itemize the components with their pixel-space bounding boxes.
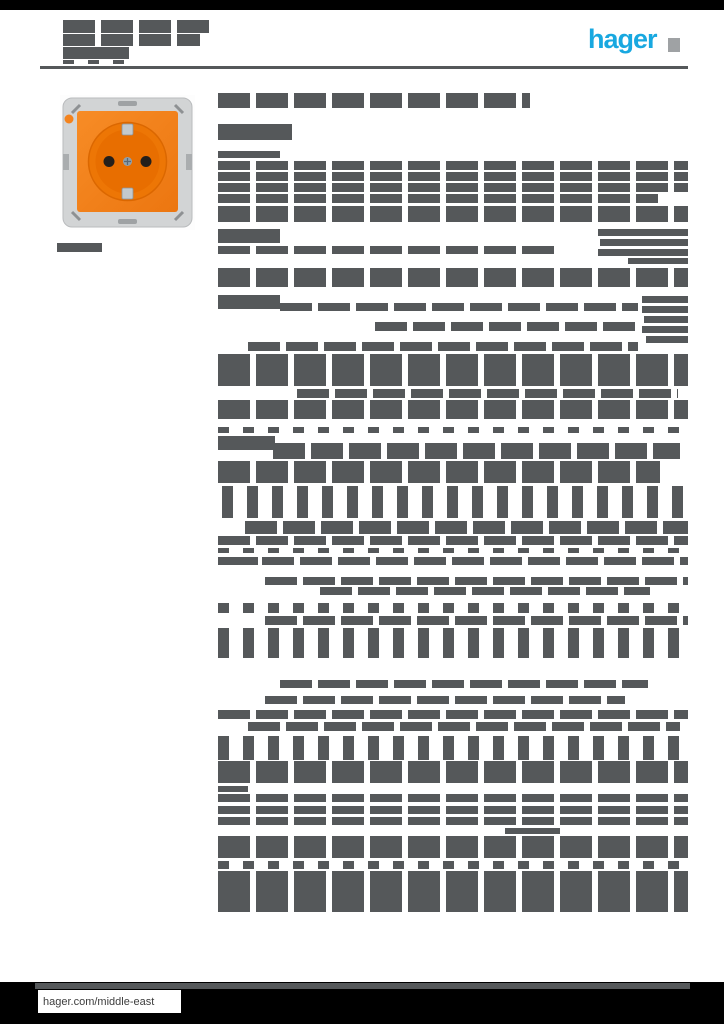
schuko-socket-image — [62, 97, 193, 228]
text-line — [218, 548, 688, 553]
text-line — [218, 806, 688, 814]
pin-hole-left — [103, 156, 115, 167]
text-line — [375, 322, 638, 331]
header-title-line — [63, 34, 200, 46]
text-line — [218, 268, 688, 287]
text-line — [248, 342, 638, 351]
frame-claw-top-left — [70, 103, 82, 115]
header-ref-line — [63, 47, 129, 59]
product-photo — [60, 95, 195, 230]
frame-screw-slot-top — [118, 101, 137, 106]
header-divider-rule — [40, 66, 688, 69]
text-block — [218, 461, 660, 483]
text-line — [218, 194, 658, 203]
text-line — [218, 161, 688, 170]
text-line — [218, 427, 688, 433]
value — [598, 229, 688, 236]
text-block — [222, 486, 688, 518]
text-line — [265, 577, 688, 585]
text-block — [218, 736, 688, 760]
header-title-line — [63, 20, 215, 33]
value — [598, 249, 688, 256]
earth-clip-bottom — [121, 187, 134, 200]
hager-logo: hager — [588, 26, 684, 54]
value — [642, 306, 688, 313]
pin-hole-right — [140, 156, 152, 167]
value — [628, 258, 688, 264]
text-block — [218, 354, 688, 386]
text-line — [320, 587, 650, 595]
section-label — [218, 295, 280, 309]
top-black-band — [0, 0, 724, 10]
text-block — [245, 521, 688, 534]
frame-notch-left — [63, 154, 69, 170]
text-line — [297, 389, 678, 398]
text-block — [273, 443, 680, 459]
footer-divider-rule — [35, 983, 690, 989]
text-block — [218, 761, 688, 783]
header-sub-line — [63, 60, 129, 64]
section-label — [218, 229, 280, 243]
text-line — [218, 603, 688, 613]
text-line — [265, 696, 625, 704]
value — [642, 326, 688, 333]
frame-claw-bottom-right — [173, 210, 185, 222]
footer-website-link[interactable]: hager.com/middle-east — [43, 995, 155, 1008]
hager-logo-text: hager — [588, 24, 658, 54]
text-line — [218, 861, 688, 869]
text-line — [248, 722, 680, 731]
text-line — [265, 616, 688, 625]
text-line — [505, 828, 560, 834]
photo-caption — [57, 243, 102, 252]
text-block — [218, 871, 688, 912]
text-line — [218, 786, 248, 792]
text-line — [280, 680, 648, 688]
section-label — [218, 436, 275, 450]
section-label — [218, 557, 258, 565]
frame-notch-right — [186, 154, 192, 170]
earth-clip-top — [121, 123, 134, 136]
text-block — [218, 836, 688, 858]
value — [646, 336, 688, 343]
section-label — [218, 151, 280, 158]
orange-indicator-dot — [64, 114, 74, 124]
frame-claw-bottom-left — [70, 210, 82, 222]
text-line — [218, 817, 688, 825]
value — [600, 239, 688, 246]
frame-screw-slot-bottom — [118, 219, 137, 224]
text-line — [218, 183, 688, 192]
value — [644, 316, 688, 323]
product-title — [218, 93, 530, 108]
text-line — [218, 536, 688, 545]
text-line — [218, 794, 688, 802]
text-line — [218, 246, 558, 254]
text-line — [280, 303, 638, 311]
value — [642, 296, 688, 303]
product-ref — [218, 124, 292, 140]
logo-registered-mark — [668, 38, 680, 52]
centre-screw-cross — [124, 158, 131, 165]
text-line — [218, 206, 688, 222]
text-block — [218, 628, 688, 658]
text-line — [218, 172, 688, 181]
text-block — [218, 400, 688, 419]
footer-website-box: hager.com/middle-east — [38, 990, 181, 1013]
frame-claw-top-right — [173, 103, 185, 115]
text-line — [262, 557, 688, 565]
text-line — [218, 710, 688, 719]
